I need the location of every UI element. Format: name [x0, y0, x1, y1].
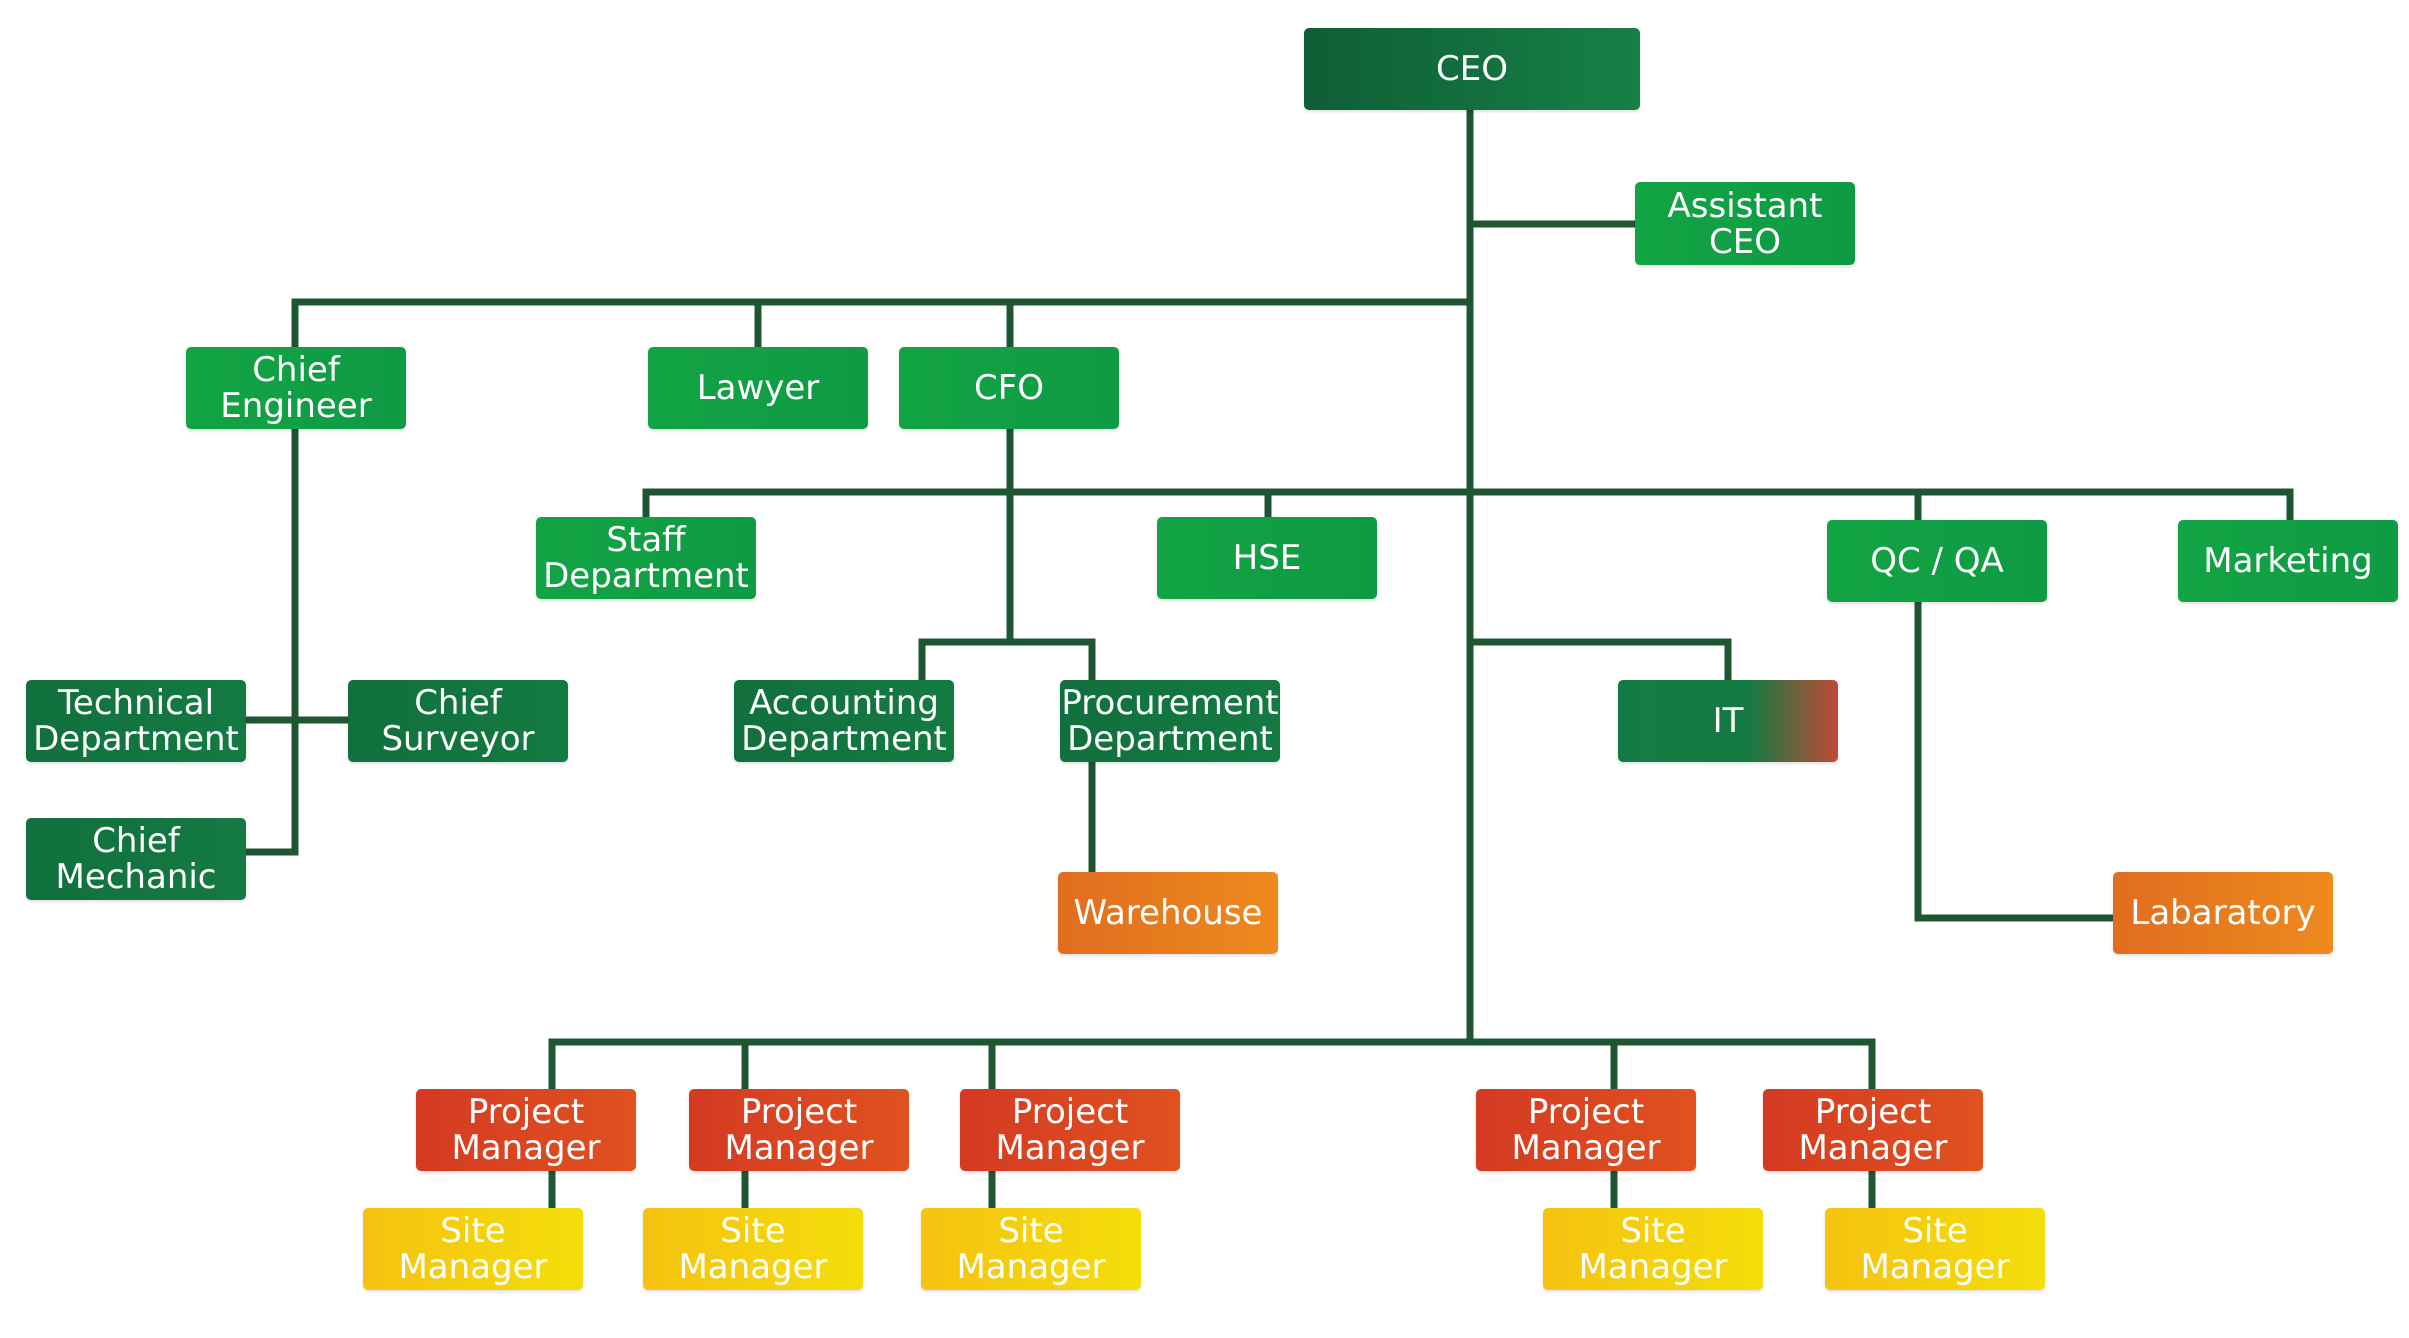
lawyer-box: Lawyer: [648, 347, 868, 429]
warehouse-box: Warehouse: [1058, 872, 1278, 954]
hse-box: HSE: [1157, 517, 1377, 599]
chief-surveyor-box: Chief Surveyor: [348, 680, 568, 762]
chief-mechanic-box: Chief Mechanic: [26, 818, 246, 900]
technical-department-box: Technical Department: [26, 680, 246, 762]
ceo-box: CEO: [1304, 28, 1640, 110]
accounting-department-box: Accounting Department: [734, 680, 954, 762]
chief-engineer-box: Chief Engineer: [186, 347, 406, 429]
project-manager-box: Project Manager: [416, 1089, 636, 1171]
assistant-ceo-box: Assistant CEO: [1635, 182, 1855, 265]
site-manager-box: Site Manager: [921, 1208, 1141, 1290]
staff-department-box: Staff Department: [536, 517, 756, 599]
cfo-box: CFO: [899, 347, 1119, 429]
site-manager-box: Site Manager: [363, 1208, 583, 1290]
project-manager-box: Project Manager: [960, 1089, 1180, 1171]
site-manager-box: Site Manager: [643, 1208, 863, 1290]
project-manager-box: Project Manager: [1763, 1089, 1983, 1171]
project-manager-box: Project Manager: [689, 1089, 909, 1171]
procurement-department-box: Procurement Department: [1060, 680, 1280, 762]
qc-qa-box: QC / QA: [1827, 520, 2047, 602]
site-manager-box: Site Manager: [1543, 1208, 1763, 1290]
it-box: IT: [1618, 680, 1838, 762]
site-manager-box: Site Manager: [1825, 1208, 2045, 1290]
project-manager-box: Project Manager: [1476, 1089, 1696, 1171]
laboratory-box: Labaratory: [2113, 872, 2333, 954]
marketing-box: Marketing: [2178, 520, 2398, 602]
